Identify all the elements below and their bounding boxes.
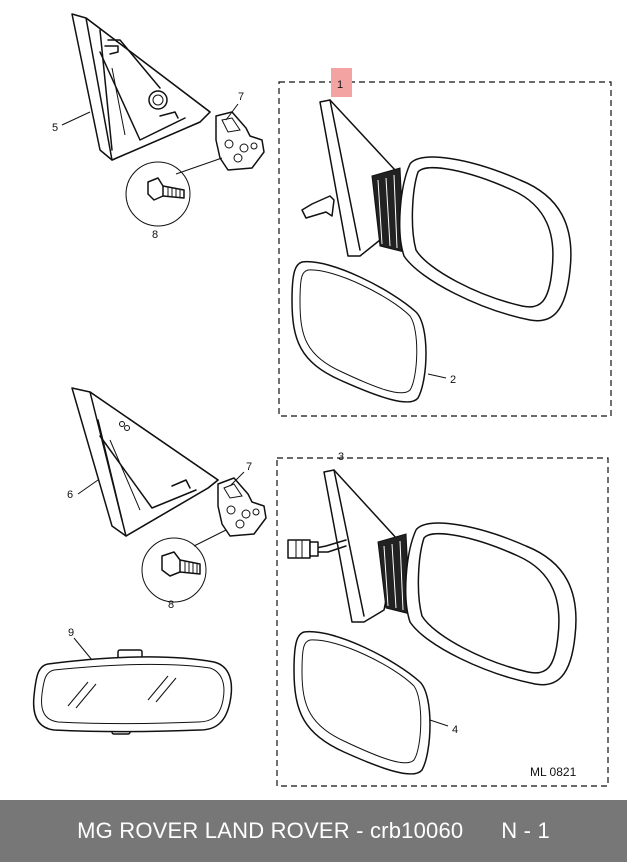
footer-brand-part: MG ROVER LAND ROVER - crb10060 bbox=[77, 818, 464, 843]
parts-diagram: 1 2 3 4 5 6 7 7 8 8 9 ML 0821 bbox=[32, 13, 612, 787]
mirror-glass-4 bbox=[293, 630, 431, 775]
stud-detail-lower bbox=[141, 529, 227, 603]
mirror-glass-2 bbox=[291, 260, 427, 403]
callout-1-highlight bbox=[331, 68, 352, 97]
callout-6: 6 bbox=[67, 489, 73, 501]
diagram-code: ML 0821 bbox=[530, 765, 577, 779]
mirror-assembly-3 bbox=[287, 469, 577, 686]
callout-7-lower: 7 bbox=[246, 461, 252, 473]
interior-mirror-9 bbox=[32, 649, 233, 735]
callout-4: 4 bbox=[452, 724, 458, 736]
footer-bar: MG ROVER LAND ROVER - crb10060 N - 1 bbox=[0, 800, 627, 862]
footer-page-ref: N - 1 bbox=[501, 818, 550, 843]
callout-3: 3 bbox=[338, 451, 344, 463]
callout-7-upper: 7 bbox=[238, 91, 244, 103]
callout-5: 5 bbox=[52, 122, 58, 134]
mirror-assembly-1 bbox=[301, 99, 572, 322]
callout-9: 9 bbox=[68, 627, 74, 639]
callout-8-upper: 8 bbox=[152, 229, 158, 241]
stud-detail-upper bbox=[125, 157, 223, 227]
callout-8-lower: 8 bbox=[168, 599, 174, 611]
bracket-lower bbox=[217, 477, 267, 537]
mounting-triangle-lower bbox=[71, 387, 219, 537]
assembly-frame-3 bbox=[276, 457, 609, 787]
mounting-triangle-upper bbox=[71, 13, 211, 161]
callout-2: 2 bbox=[450, 374, 456, 386]
bracket-upper bbox=[215, 111, 265, 171]
assembly-frame-1 bbox=[278, 81, 612, 417]
callout-1: 1 bbox=[337, 79, 343, 91]
